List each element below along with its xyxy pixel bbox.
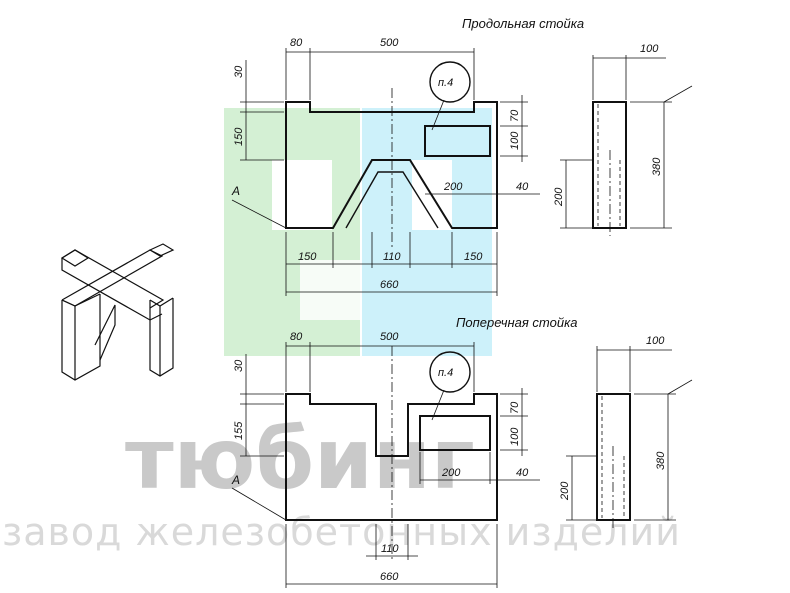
dim-660-top: 660	[380, 279, 399, 291]
title-transverse: Поперечная стойка	[456, 315, 577, 330]
watermark-logo	[224, 108, 492, 356]
dim-150-top: 150	[233, 127, 245, 146]
dim-40-bottom: 40	[516, 467, 529, 479]
dim-500-bottom: 500	[380, 331, 399, 343]
view-label-a-top: А	[231, 184, 240, 198]
dim-200-bottom: 200	[441, 467, 461, 479]
watermark-block-blue	[362, 108, 492, 356]
dim-70-bottom: 70	[509, 401, 521, 414]
side-dim-200-bottom: 200	[559, 481, 571, 501]
dim-80-bottom: 80	[290, 331, 303, 343]
watermark-brand: тюбинг	[125, 410, 475, 508]
side-dim-380-bottom: 380	[655, 451, 667, 470]
isometric-sketch	[60, 243, 175, 381]
side-view-longitudinal	[560, 55, 693, 236]
front-view-transverse	[231, 342, 540, 588]
dim-110-bottom: 110	[381, 543, 399, 555]
dim-100-bottom: 100	[509, 427, 521, 446]
dim-155-bottom: 155	[233, 421, 245, 440]
side-dim-200-top: 200	[553, 187, 565, 207]
side-dim-100-top: 100	[640, 43, 659, 55]
dim-100-top: 100	[509, 131, 521, 150]
dim-150-bottom-left: 150	[298, 251, 317, 263]
side-dim-100-bottom: 100	[646, 335, 665, 347]
side-dim-380-top: 380	[651, 157, 663, 176]
dim-40-top: 40	[516, 181, 529, 193]
callout-bottom: п.4	[438, 367, 453, 379]
front-view-longitudinal	[231, 48, 540, 296]
side-view-transverse	[566, 346, 693, 528]
view-label-a-bottom: А	[231, 473, 240, 487]
dim-30-top: 30	[233, 65, 245, 78]
callout-top: п.4	[438, 77, 453, 89]
dim-110-top: 110	[383, 251, 401, 263]
dim-200-top: 200	[443, 181, 463, 193]
dim-660-bottom: 660	[380, 571, 399, 583]
watermark-tagline: завод железобетонных изделий	[2, 510, 681, 554]
dim-150-bottom-right: 150	[464, 251, 483, 263]
title-longitudinal: Продольная стойка	[462, 16, 584, 31]
dim-30-bottom: 30	[233, 359, 245, 372]
dim-70-top: 70	[509, 109, 521, 122]
dim-80-top: 80	[290, 37, 303, 49]
dim-500-top: 500	[380, 37, 399, 49]
